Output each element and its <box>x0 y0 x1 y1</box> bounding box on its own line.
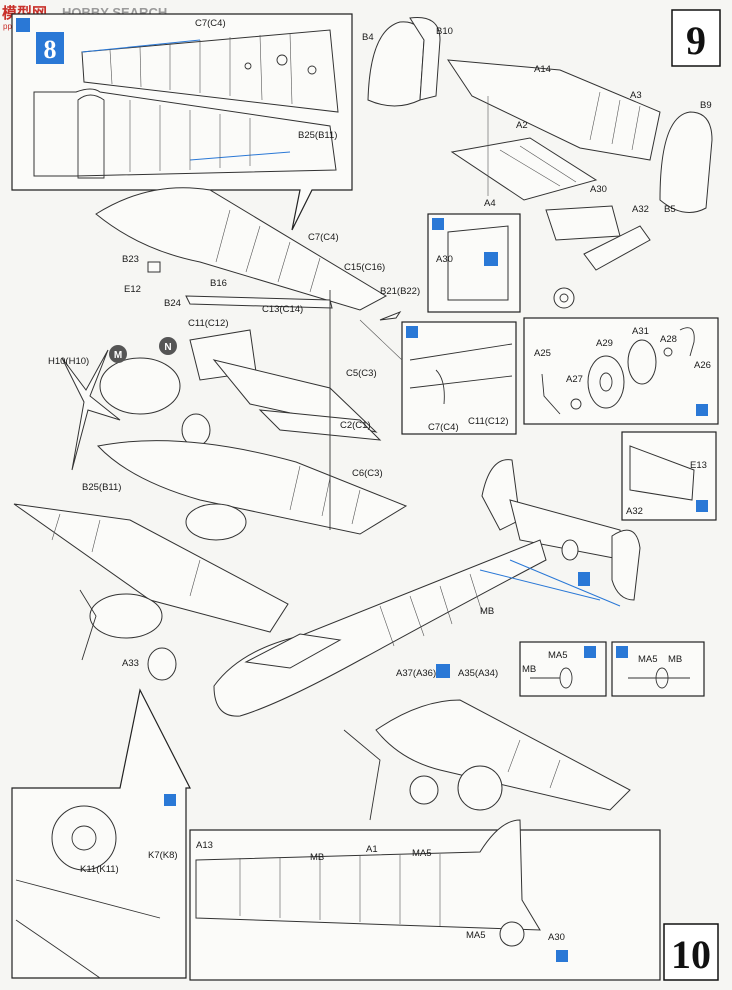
label-a31: A31 <box>632 326 649 337</box>
marker-m-label: M <box>114 350 122 361</box>
label-b25b11: B25(B11) <box>82 482 121 493</box>
label-b23: B23 <box>122 254 139 265</box>
label-b24: B24 <box>164 298 181 309</box>
wheel-inset: A25 A29 A31 A28 A26 A27 <box>523 317 719 425</box>
inset-trailing-edge: C7(C4) C11(C12) <box>359 319 517 435</box>
label-b9: B9 <box>700 100 712 111</box>
label-a25: A25 <box>534 348 551 359</box>
step10-number: 10 <box>671 932 711 977</box>
label-c5c3: C5(C3) <box>346 368 377 379</box>
marker-n-label: N <box>164 342 171 353</box>
label-b21b22: B21(B22) <box>380 286 420 297</box>
glue-icon <box>584 646 596 658</box>
label-mb-left: MB <box>522 664 536 675</box>
label-k11k11: K11(K11) <box>80 864 119 875</box>
label-e12: E12 <box>124 284 141 295</box>
label-a32: A32 <box>632 204 649 215</box>
label-a29: A29 <box>596 338 613 349</box>
label-b25b11-top: B25(B11) <box>298 130 337 141</box>
glue-icon <box>616 646 628 658</box>
label-c13c14: C13(C14) <box>262 304 303 315</box>
cement-icon <box>484 252 498 266</box>
label-c7c4-wing: C7(C4) <box>308 232 339 243</box>
label-a27: A27 <box>566 374 583 385</box>
glue-icon <box>696 500 708 512</box>
label-ma5-bottom: MA5 <box>466 930 486 941</box>
step8-badge <box>36 32 64 64</box>
step10-box <box>663 923 719 981</box>
label-mb-side: MB <box>310 852 324 863</box>
label-c7c4-top: C7(C4) <box>195 18 226 29</box>
side-view: A13 MB A1 MA5 MA5 A30 <box>189 819 661 981</box>
label-c11c12-inset: C11(C12) <box>468 416 508 427</box>
marker-m <box>109 345 127 363</box>
glue-icon <box>406 326 418 338</box>
glue-icon <box>432 218 444 230</box>
tail-assembly: B4 B10 A14 A3 B9 B5 A2 A4 A30 A32 <box>362 16 713 309</box>
lower-wing-assembly <box>343 699 631 821</box>
label-a1: A1 <box>366 844 378 855</box>
inset-wheel-detail: K7(K8) K11(K11) <box>11 688 191 979</box>
cement-icon <box>436 664 450 678</box>
label-ma5-right: MA5 <box>638 654 658 665</box>
label-e13: E13 <box>690 460 707 471</box>
label-ma5-side: MA5 <box>412 848 432 859</box>
label-c15c16: C15(C16) <box>344 262 385 273</box>
label-c11c12: C11(C12) <box>188 318 228 329</box>
label-a32-inset: A32 <box>626 506 643 517</box>
label-a35a34: A35(A34) <box>458 668 498 679</box>
engine-assembly: H10(H10) M N C5(C3) C2(C1) B25(B11) C6(C… <box>48 290 408 541</box>
label-a3: A3 <box>630 90 642 101</box>
label-a28: A28 <box>660 334 677 345</box>
label-b16: B16 <box>210 278 227 289</box>
inset-ma5-right: MA5 MB <box>611 641 705 697</box>
inset-e13: E13 A32 <box>621 431 717 521</box>
label-a4: A4 <box>484 198 496 209</box>
label-a26: A26 <box>694 360 711 371</box>
label-k7k8: K7(K8) <box>148 850 178 861</box>
glue-icon <box>556 950 568 962</box>
marker-n <box>159 337 177 355</box>
tail-plane-complete <box>481 459 641 601</box>
label-h10: H10(H10) <box>48 356 89 367</box>
label-c7c4-inset: C7(C4) <box>428 422 459 433</box>
label-a37a36: A37(A36) <box>396 668 436 679</box>
paint-icon <box>578 572 590 586</box>
label-a14: A14 <box>534 64 551 75</box>
label-c2c1: C2(C1) <box>340 420 371 431</box>
glue-icon <box>696 404 708 416</box>
label-mb: MB <box>480 606 494 617</box>
step9-box <box>671 9 721 67</box>
label-b4: B4 <box>362 32 374 43</box>
label-mb-right: MB <box>668 654 682 665</box>
label-a13: A13 <box>196 840 213 851</box>
label-c6c3: C6(C3) <box>352 468 383 479</box>
step9-number: 9 <box>686 18 706 63</box>
label-a33: A33 <box>122 658 139 669</box>
step8-number: 8 <box>44 35 57 64</box>
label-a2: A2 <box>516 120 528 131</box>
wing-upper-assembly: C7(C4) B23 B16 C15(C16) E12 B24 B21(B22)… <box>95 187 420 329</box>
label-a30: A30 <box>590 184 607 195</box>
label-ma5-left: MA5 <box>548 650 568 661</box>
glue-icon <box>164 794 176 806</box>
label-a30-side: A30 <box>548 932 565 943</box>
label-b5: B5 <box>664 204 676 215</box>
glue-icon <box>16 18 30 32</box>
label-b10: B10 <box>436 26 453 37</box>
step8-callout: 8 C7(C4) B25(B11) <box>11 13 353 231</box>
inset-a30: A30 <box>427 213 521 313</box>
inset-ma5-left: MA5 MB <box>519 641 607 697</box>
label-a30-inset: A30 <box>436 254 453 265</box>
main-aircraft: A33 MB A37(A36) A35(A34) <box>13 503 621 717</box>
